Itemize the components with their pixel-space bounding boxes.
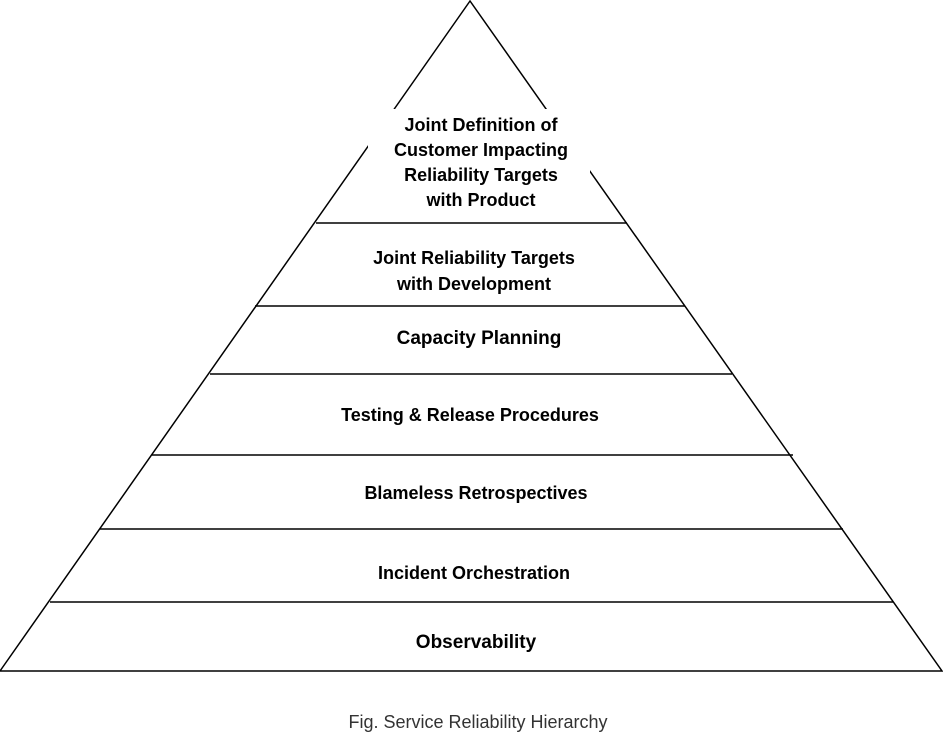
level-5-label: Blameless Retrospectives xyxy=(364,483,587,503)
level-1-line: Customer Impacting xyxy=(394,140,568,160)
level-2-label: Joint Reliability Targets with Developme… xyxy=(373,248,575,294)
level-3-label: Capacity Planning xyxy=(397,328,562,349)
level-1-line: Reliability Targets xyxy=(404,165,558,185)
level-4-label: Testing & Release Procedures xyxy=(341,405,599,425)
figure-caption: Fig. Service Reliability Hierarchy xyxy=(348,712,607,732)
level-1-line: with Product xyxy=(426,190,536,210)
level-1-line: Joint Definition of xyxy=(405,115,559,135)
level-6-label: Incident Orchestration xyxy=(378,563,570,583)
level-2-line: with Development xyxy=(396,274,551,294)
level-2-line: Joint Reliability Targets xyxy=(373,248,575,268)
level-1-label: Joint Definition of Customer Impacting R… xyxy=(394,115,568,210)
top-label-background xyxy=(368,109,590,173)
pyramid-outline xyxy=(0,0,943,672)
level-7-label: Observability xyxy=(416,632,537,653)
